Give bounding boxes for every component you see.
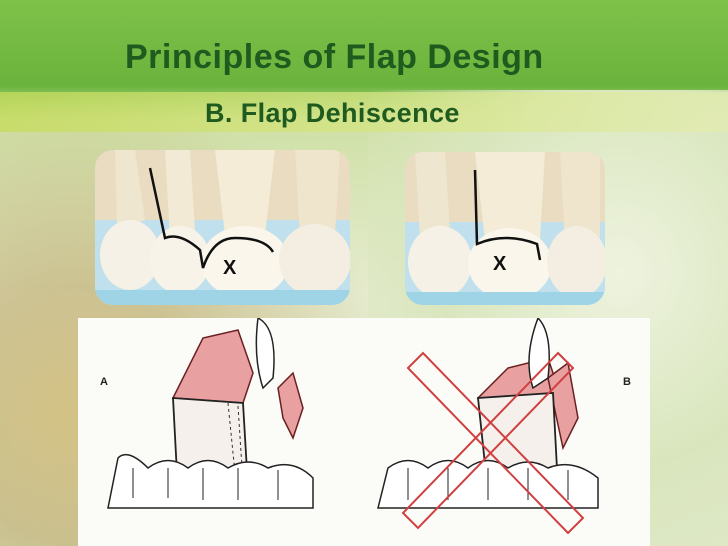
- photo-right-x-mark: X: [493, 253, 507, 275]
- slide-title: Principles of Flap Design: [125, 38, 544, 76]
- diagram-b: [377, 318, 599, 535]
- diagram-label-b: B: [623, 376, 631, 388]
- diagram-a: [107, 318, 314, 509]
- background-stripe: [0, 92, 728, 132]
- diagram-label-a: A: [100, 376, 108, 388]
- tooth-model-photo-right: X: [405, 152, 605, 305]
- tooth-model-photo-left: X: [95, 150, 350, 305]
- photo-left-x-mark: X: [223, 257, 237, 279]
- flap-diagram: A B: [78, 318, 650, 546]
- slide-subtitle: B. Flap Dehiscence: [205, 98, 460, 128]
